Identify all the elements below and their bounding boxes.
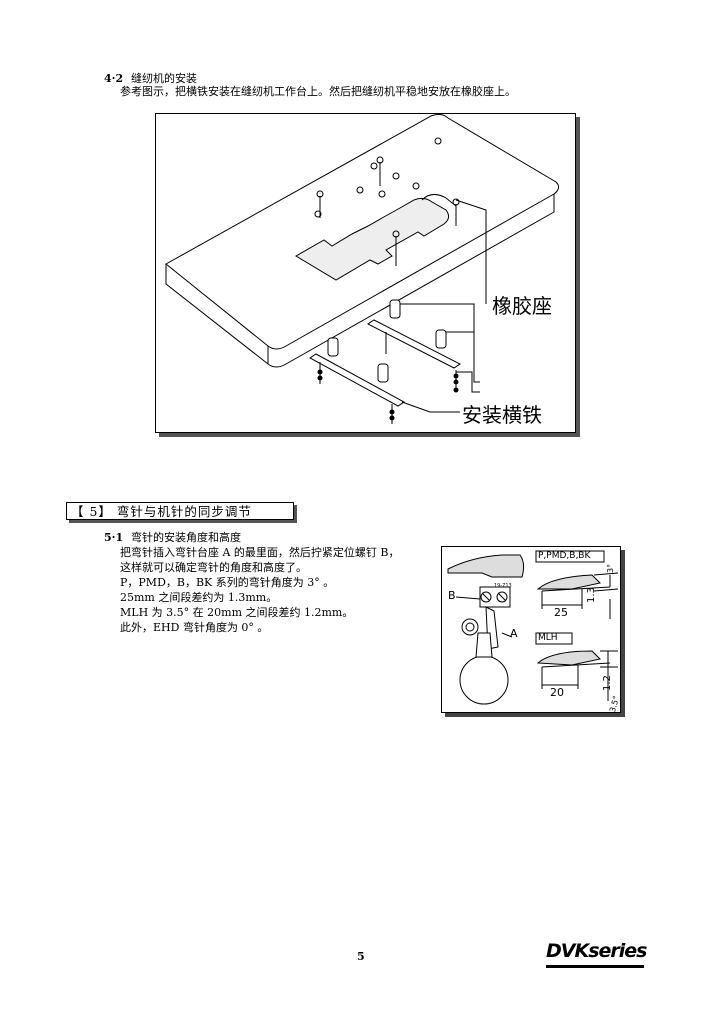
box1-angle: 3°: [606, 563, 615, 573]
box1-title: P,PMD,B,BK: [538, 551, 591, 561]
text-line: 此外，EHD 弯针角度为 0° 。: [120, 621, 269, 634]
looper-drawing: [447, 550, 619, 705]
section-title: 缝纫机的安装: [130, 72, 197, 85]
mounting-bar-label: 安装横铁: [462, 403, 542, 427]
page-number: 5: [357, 950, 365, 963]
text-line: P，PMD，B，BK 系列的弯针角度为 3° 。: [120, 576, 335, 589]
brand-logo: DVKseries: [546, 940, 647, 962]
part-code: 19-713: [494, 583, 512, 589]
box2-dimension: 20: [550, 686, 564, 699]
box2-title: MLH: [538, 633, 558, 643]
box1-dimension: 25: [554, 606, 568, 619]
table-drawing: [165, 113, 560, 424]
section-5-1-heading: 5·1 弯针的安装角度和高度: [104, 529, 241, 545]
brand-underline: [546, 965, 644, 968]
section-4-2-text: 参考图示，把横铁安装在缝纫机工作台上。然后把缝纫机平稳地安放在橡胶座上。: [120, 85, 516, 98]
looper-figure: B A 19-713 P,PMD,B,BK 25 1.3 3° MLH 20 1…: [441, 546, 621, 713]
section-5-1-text: 把弯针插入弯针台座 A 的最里面，然后拧紧定位螺钉 B， 这样就可以确定弯针的角…: [120, 545, 438, 635]
table-installation-figure: [155, 113, 576, 433]
rubber-seat-label: 橡胶座: [492, 294, 552, 318]
text-line: 25mm 之间段差约为 1.3mm。: [120, 591, 278, 604]
section-number: 4·2: [104, 72, 124, 85]
section-4-2-heading: 4·2 缝纫机的安装: [104, 70, 197, 86]
text-line: 这样就可以确定弯针的角度和高度了。: [120, 561, 307, 574]
part-b-label: B: [448, 589, 456, 602]
box2-height: 1.2: [602, 675, 613, 691]
section-5-title: 【 5】 弯针与机针的同步调节: [66, 502, 294, 520]
text-line: MLH 为 3.5° 在 20mm 之间段差约 1.2mm。: [120, 606, 354, 619]
part-a-label: A: [510, 627, 518, 640]
text-line: 把弯针插入弯针台座 A 的最里面，然后拧紧定位螺钉 B，: [120, 546, 400, 559]
section-title: 弯针的安装角度和高度: [130, 531, 241, 544]
box1-height: 1.3: [586, 587, 597, 603]
section-number: 5·1: [104, 531, 124, 544]
